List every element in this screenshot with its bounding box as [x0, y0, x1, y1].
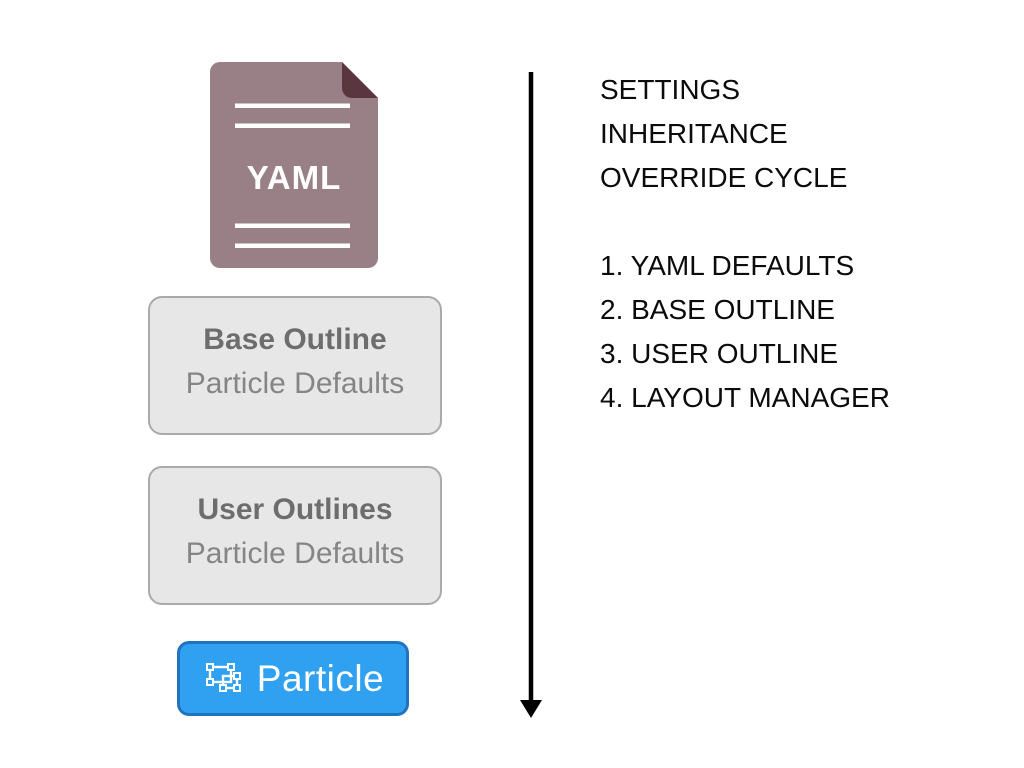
document-text-line	[235, 123, 350, 128]
yaml-document-icon: YAML	[210, 62, 378, 268]
document-fold-corner	[342, 62, 378, 98]
user-outlines-title: User Outlines	[197, 493, 393, 526]
legend-step: 1. YAML DEFAULTS	[600, 250, 855, 281]
user-outlines-box: User Outlines Particle Defaults	[148, 466, 442, 605]
document-text-line	[235, 243, 350, 248]
base-outline-title: Base Outline	[203, 323, 387, 356]
transform-selection-icon	[205, 662, 241, 692]
down-arrow	[520, 72, 542, 718]
document-body	[210, 62, 378, 268]
base-outline-box: Base Outline Particle Defaults	[148, 296, 442, 435]
legend-step: 2. BASE OUTLINE	[600, 294, 835, 325]
particle-button: Particle	[177, 641, 409, 716]
particle-button-label: Particle	[256, 657, 385, 699]
legend-step: 3. USER OUTLINE	[600, 338, 839, 369]
legend-step: 4. LAYOUT MANAGER	[600, 382, 890, 413]
legend: SETTINGS INHERITANCE OVERRIDE CYCLE 1. Y…	[600, 68, 1000, 420]
document-text-line	[235, 103, 350, 108]
user-outlines-subtitle: Particle Defaults	[185, 537, 405, 570]
legend-title-line: SETTINGS	[600, 74, 741, 105]
yaml-document-label: YAML	[247, 159, 341, 196]
legend-title-line: OVERRIDE CYCLE	[600, 162, 848, 193]
base-outline-subtitle: Particle Defaults	[185, 367, 405, 400]
legend-spacer	[600, 200, 1000, 244]
legend-title-line: INHERITANCE	[600, 118, 788, 149]
document-text-line	[235, 223, 350, 228]
